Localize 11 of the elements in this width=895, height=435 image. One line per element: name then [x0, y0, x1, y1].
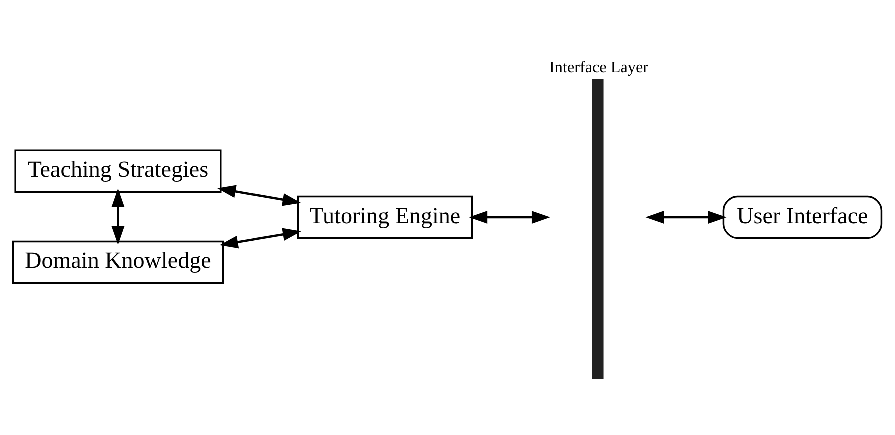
node-box: User Interface	[722, 196, 883, 240]
node-box: Teaching Strategies	[14, 150, 222, 193]
arrow	[220, 228, 302, 249]
arrow	[218, 185, 302, 206]
node-box	[592, 79, 604, 379]
arrow	[469, 211, 550, 224]
arrow	[646, 211, 727, 224]
node-label: Interface Layer	[550, 59, 648, 76]
node-box: Domain Knowledge	[12, 240, 224, 284]
arrow	[112, 188, 125, 245]
node-box: Tutoring Engine	[297, 196, 474, 240]
